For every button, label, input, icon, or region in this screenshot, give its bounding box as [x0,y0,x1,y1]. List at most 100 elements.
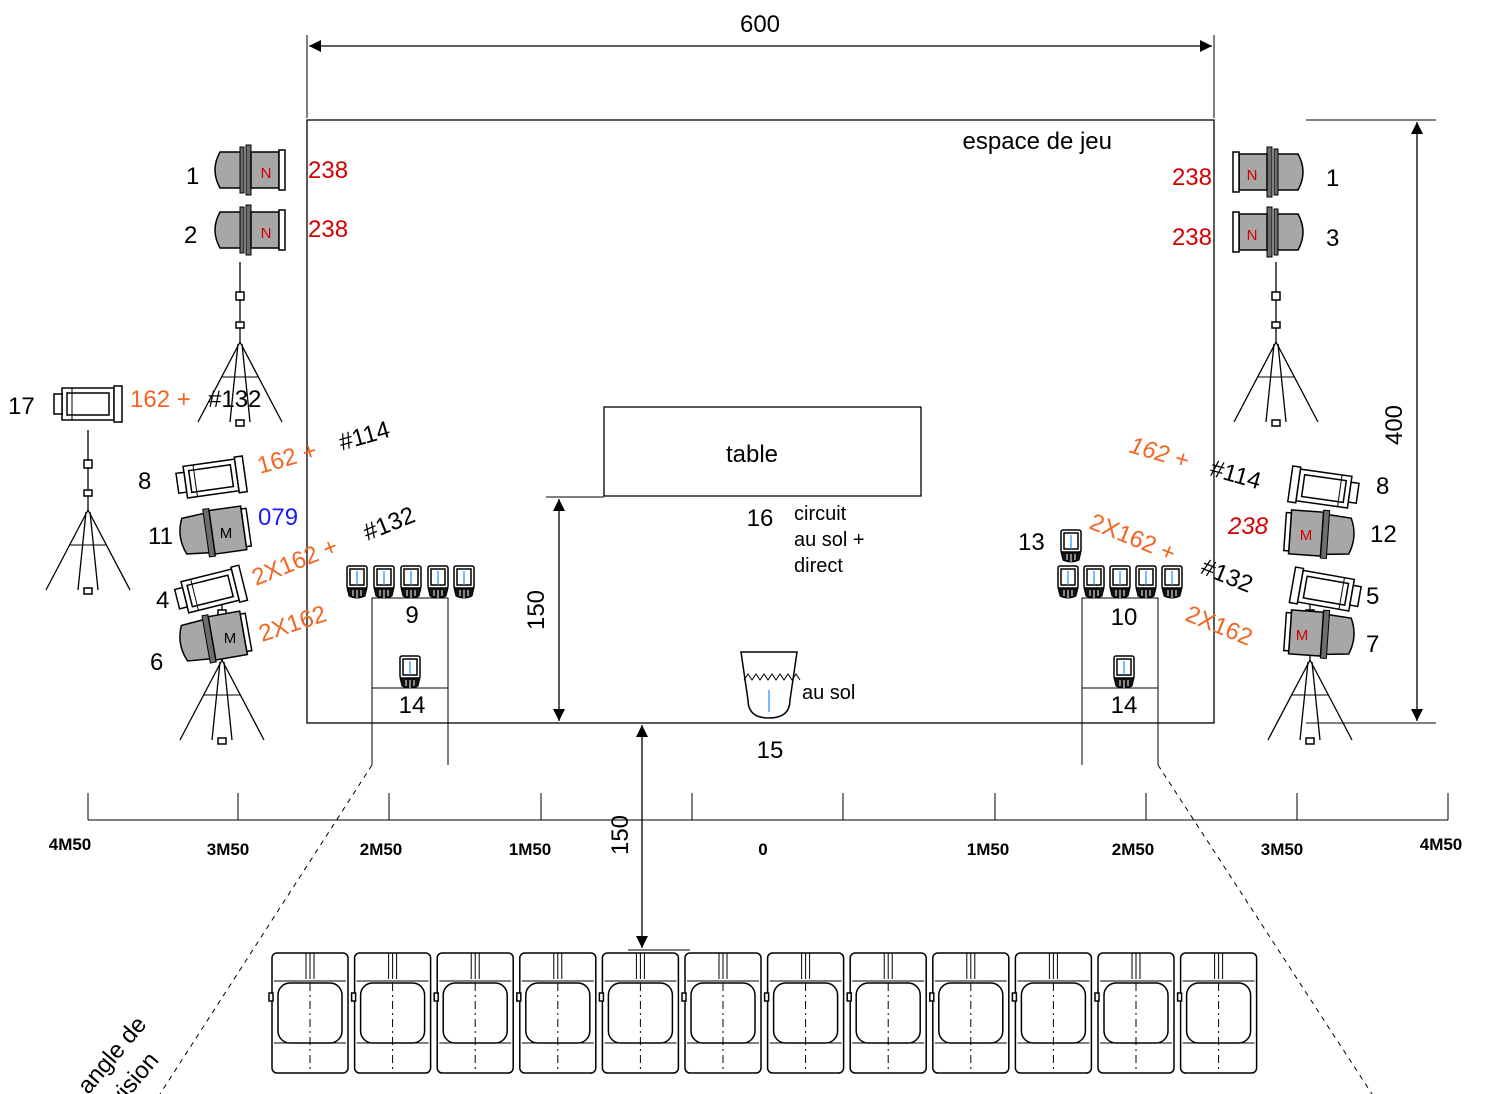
fixture-right-3-badge: N [1247,227,1258,244]
floor-circuit-line-1: circuit [794,503,847,525]
fixture-left-2: N [214,204,286,256]
fixture-left-17-number: 17 [8,393,35,420]
scale-label: 1M50 [509,840,552,859]
fixture-right-1: N [1232,146,1304,198]
seat [1011,952,1093,1074]
stage-area [306,119,1215,724]
floor-group-right-number: 10 [1111,604,1138,631]
fixture-left-8-number: 8 [138,468,151,495]
audience-dimension: 150 [607,815,634,855]
fixture-right-7-badge: M [1296,627,1309,644]
seat [268,952,349,1074]
fixture-left-6: M [175,607,254,669]
scale-label: 3M50 [1261,840,1304,859]
fixture-left-4-number: 4 [156,587,169,614]
fixture-right-7-number: 7 [1366,631,1379,658]
floor-light-unit [373,565,395,599]
fixture-right-12: M [1282,506,1357,562]
fixture-left-2-badge: N [261,225,272,242]
floor-light-number: 15 [757,737,784,764]
seat [598,952,680,1074]
fixture-right-8-filter: #114 [1207,455,1264,495]
floor-unit-13-number: 13 [1018,529,1045,556]
seat [763,952,845,1074]
seat [433,952,514,1074]
fixture-right-5-number: 5 [1366,583,1379,610]
seat [350,952,432,1074]
fixture-left-4 [172,564,249,618]
fixture-right-7-gel: 2X162 [1182,601,1256,652]
fixture-right-7: M [1282,606,1357,662]
floor-group-left-number: 9 [405,602,418,629]
fixture-left-2-number: 2 [184,222,197,249]
fixture-left-1-number: 1 [186,163,199,190]
floor-light-unit [1109,565,1131,599]
front-dimension: 150 [523,590,550,630]
floor-light-unit [1083,565,1105,599]
depth-dimension: 400 [1381,405,1408,445]
fixture-left-6-badge: M [224,630,237,647]
table-label: table [726,441,778,468]
fixture-left-1-gel: 238 [308,157,348,184]
seat [1176,952,1258,1074]
scale-label: 4M50 [49,835,92,854]
floor-light-15 [740,651,801,719]
fixture-left-11-number: 11 [148,523,173,550]
width-dimension: 600 [740,11,780,38]
fixture-left-6-gel: 2X162 [256,601,330,648]
scale-label: 3M50 [207,840,250,859]
fixture-left-11: M [176,502,253,562]
scale-label: 2M50 [1112,840,1155,859]
floor-box-right-number: 14 [1111,692,1138,719]
fixture-left-11-gel: 079 [258,504,298,531]
floor-circuit-number: 16 [747,505,774,532]
floor-light-unit [427,565,449,599]
fixture-right-1-number: 1 [1326,165,1339,192]
fixture-left-17-gel: 162 + [130,386,191,413]
scale-label: 1M50 [967,840,1010,859]
floor-light-unit [400,565,422,599]
floor-box-left-number: 14 [399,692,426,719]
seat [516,952,597,1074]
seat [1094,952,1175,1074]
fixture-right-8 [1287,465,1361,512]
fixture-right-12-number: 12 [1370,521,1397,548]
scale-label: 2M50 [360,840,403,859]
fixture-left-4-filter: #132 [359,502,419,547]
fixture-right-8-number: 8 [1376,473,1389,500]
seat [681,952,762,1074]
seat [846,952,927,1074]
fixture-right-8-gel: 162 + [1126,432,1192,475]
fixture-right-3-gel: 238 [1172,224,1212,251]
floor-light-unit [1135,565,1157,599]
fixture-left-8-filter: #114 [336,416,393,456]
fixture-left-17 [53,385,123,423]
floor-light-unit [1161,565,1183,599]
fixture-right-12-gel: 238 [1227,513,1269,540]
fixture-left-6-number: 6 [150,649,163,676]
fixture-left-8-gel: 162 + [254,437,320,480]
fixture-right-5-gel: 2X162 + [1086,509,1180,568]
fixture-right-12-badge: M [1300,527,1313,544]
floor-circuit-line-3: direct [794,555,843,577]
fixture-left-1-badge: N [261,165,272,182]
scale-label: 0 [758,840,767,859]
fixture-right-3-number: 3 [1326,225,1339,252]
fixture-left-11-badge: M [220,525,233,542]
fixture-right-1-gel: 238 [1172,164,1212,191]
floor-light-unit [1057,565,1079,599]
floor-group-right [1057,529,1183,765]
floor-circuit-line-2: au sol + [794,529,865,551]
fixture-right-5-filter: #132 [1197,553,1257,598]
fixture-left-1: N [214,144,286,196]
fixture-left-2-gel: 238 [308,216,348,243]
floor-light-unit [346,565,368,599]
floor-light-label: au sol [802,682,855,704]
fixture-left-4-gel: 2X162 + [248,533,342,592]
fixture-right-5 [1288,566,1364,616]
floor-group-left [346,565,475,765]
seat [929,952,1010,1074]
fixture-left-8 [174,455,248,502]
scale-label: 4M50 [1420,835,1463,854]
